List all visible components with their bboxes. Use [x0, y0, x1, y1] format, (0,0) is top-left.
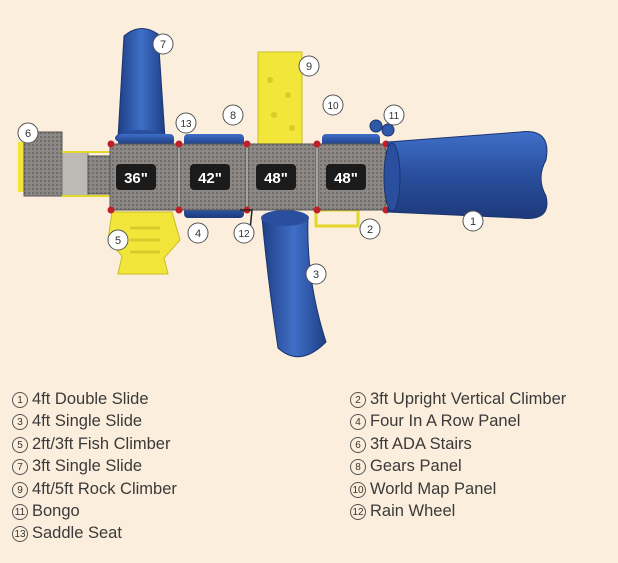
callout-12: 12 [233, 222, 255, 244]
callout-3: 3 [305, 263, 327, 285]
legend-number: 1 [12, 392, 28, 408]
legend-number: 13 [12, 526, 28, 543]
legend-label: 3ft Single Slide [32, 457, 143, 476]
legend-number: 9 [12, 481, 28, 498]
callout-2: 2 [359, 218, 381, 240]
svg-text:12: 12 [238, 229, 250, 240]
callout-6: 6 [17, 122, 39, 144]
legend-label: Rain Wheel [370, 502, 456, 521]
deck-label-2: 42" [190, 164, 230, 190]
callout-11: 11 [383, 104, 405, 126]
svg-text:6: 6 [25, 128, 31, 140]
callout-1: 1 [462, 210, 484, 232]
rain-wheel [240, 209, 253, 231]
svg-text:10: 10 [327, 101, 339, 112]
fish-climber [107, 211, 181, 275]
legend-label: Four In A Row Panel [370, 412, 521, 431]
legend-number: 5 [12, 436, 28, 453]
callout-8: 8 [222, 104, 244, 126]
legend-label: Saddle Seat [32, 524, 122, 543]
playground-plan-diagram: 36" 42" 48" 48" 7 9 8 10 11 13 6 1 2 4 1… [17, 28, 548, 358]
legend-number: 11 [12, 504, 28, 521]
legend-number: 3 [12, 414, 28, 431]
legend-number: 6 [350, 436, 366, 453]
deck-label-1: 36" [116, 164, 156, 190]
callout-7: 7 [152, 33, 174, 55]
svg-text:7: 7 [160, 39, 166, 51]
legend-label: 3ft ADA Stairs [370, 434, 472, 453]
svg-text:3: 3 [313, 269, 319, 281]
callout-5: 5 [107, 229, 129, 251]
legend-label: 4ft/5ft Rock Climber [32, 479, 177, 498]
deck-posts [107, 140, 390, 214]
legend-label: Gears Panel [370, 457, 462, 476]
legend-number: 10 [350, 481, 366, 498]
deck-label-3: 48" [256, 164, 296, 190]
deck-label-4: 48" [326, 164, 366, 190]
legend-label: 4ft Single Slide [32, 412, 143, 431]
legend-number: 7 [12, 459, 28, 476]
bongo [369, 119, 395, 137]
legend-label: Bongo [32, 502, 80, 521]
svg-text:36": 36" [124, 170, 148, 187]
legend-label: 2ft/3ft Fish Climber [32, 434, 171, 453]
svg-text:48": 48" [334, 170, 358, 187]
legend-number: 12 [350, 504, 366, 521]
legend-number: 2 [350, 392, 366, 408]
ada-stairs [18, 131, 113, 197]
rock-climber [257, 51, 303, 149]
legend-label: World Map Panel [370, 479, 497, 498]
svg-text:9: 9 [306, 61, 312, 73]
svg-text:8: 8 [230, 110, 236, 122]
callout-10: 10 [322, 94, 344, 116]
legend-label: 4ft Double Slide [32, 390, 149, 408]
slide-4ft-double [383, 131, 548, 220]
legend-number: 4 [350, 414, 366, 431]
svg-text:48": 48" [264, 170, 288, 187]
slide-4ft-single [261, 210, 327, 358]
saddle-seat [118, 134, 174, 146]
callout-4: 4 [187, 222, 209, 244]
svg-text:1: 1 [470, 216, 476, 228]
callout-13: 13 [175, 112, 197, 134]
svg-text:2: 2 [367, 224, 373, 236]
vertical-climber [314, 208, 360, 228]
svg-text:11: 11 [389, 111, 400, 122]
svg-text:42": 42" [198, 170, 222, 187]
legend-label: 3ft Upright Vertical Climber [370, 390, 567, 408]
svg-text:4: 4 [195, 228, 201, 240]
legend-number: 8 [350, 459, 366, 476]
svg-text:13: 13 [180, 119, 192, 130]
callout-9: 9 [298, 55, 320, 77]
svg-text:5: 5 [115, 235, 121, 247]
